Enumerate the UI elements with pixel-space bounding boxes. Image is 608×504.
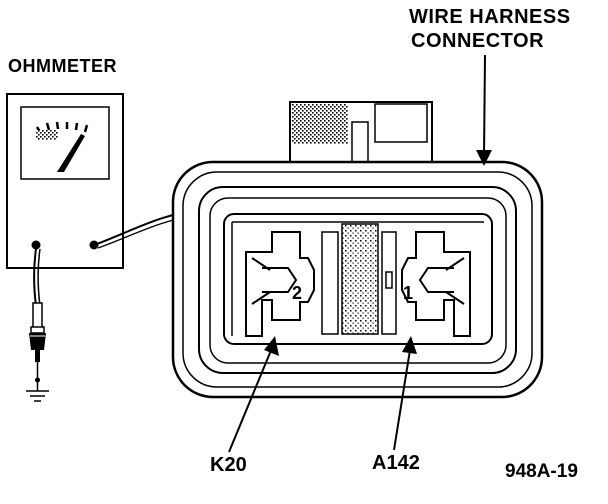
pin-2-label: 2	[292, 283, 303, 303]
connector-leader-arrow	[476, 54, 492, 166]
k20-leader-arrow	[228, 336, 279, 453]
figure-id-label: 948A-19	[505, 461, 578, 482]
a142-label: A142	[372, 452, 420, 474]
ohmmeter	[6, 93, 124, 269]
ohmmeter-label: OHMMETER	[8, 56, 117, 76]
cavity-pin-1	[381, 231, 471, 337]
connector-label-line2: CONNECTOR	[411, 30, 545, 52]
connector-label-line1: WIRE HARNESS	[409, 6, 571, 28]
pin-1-label: 1	[403, 283, 414, 303]
common-jack-icon	[31, 240, 41, 250]
center-divider	[341, 223, 379, 335]
k20-label: K20	[210, 454, 247, 476]
probe-handle	[32, 302, 43, 330]
probe-clip	[29, 333, 46, 350]
meter-scale-shading	[36, 130, 58, 140]
ground-icon	[26, 382, 49, 402]
wire-harness-connector	[171, 101, 544, 399]
meter-needle-icon	[57, 134, 85, 172]
meter-scale	[35, 121, 89, 133]
ground-lead	[26, 248, 49, 402]
a142-leader-arrow	[393, 336, 417, 451]
cavity-pin-2	[245, 231, 339, 337]
latch-shading	[292, 104, 348, 144]
